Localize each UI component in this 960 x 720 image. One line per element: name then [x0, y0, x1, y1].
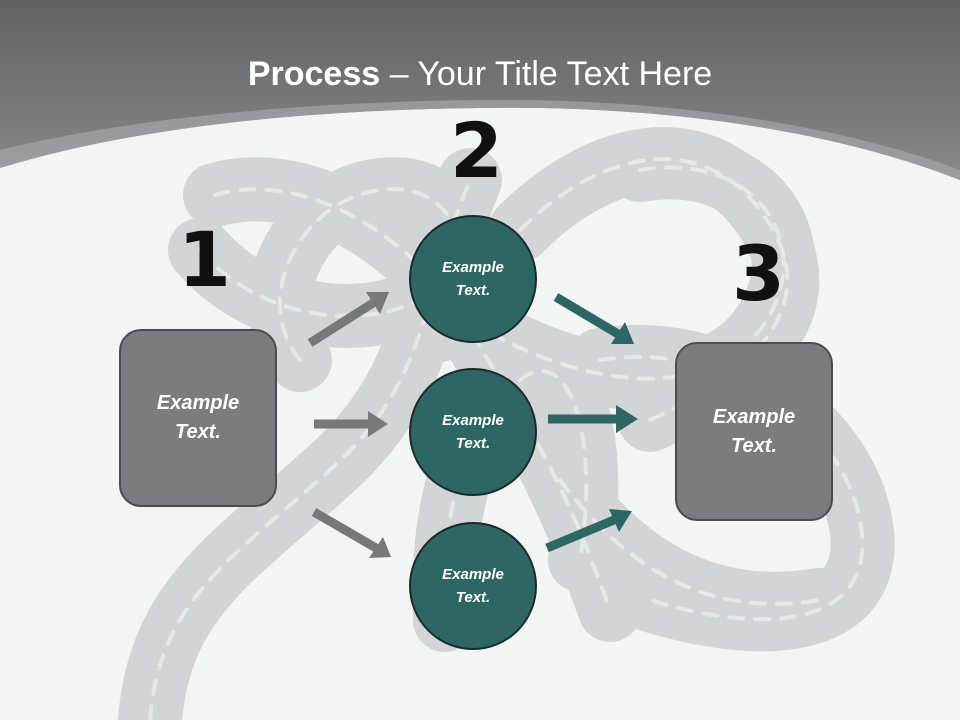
left-text-box: Example Text.	[119, 329, 277, 507]
teal-arrow-up	[545, 515, 616, 553]
right-text-box: Example Text.	[675, 342, 833, 521]
arrows	[307, 292, 638, 558]
teal-arrow-mid-head	[616, 405, 638, 433]
circle-top: Example Text.	[409, 215, 537, 343]
step-number-3: 3	[732, 229, 785, 318]
circle-bottom: Example Text.	[409, 522, 537, 650]
teal-arrow-up-head	[609, 509, 632, 532]
left-box-text: Example Text.	[156, 392, 240, 443]
gray-arrow-down	[311, 508, 379, 552]
gray-arrow-up-head	[366, 292, 389, 314]
circle-top-text: Example Text.	[442, 259, 504, 299]
title-bold: Process	[247, 55, 381, 93]
circle-middle: Example Text.	[409, 368, 537, 496]
gray-arrow-up	[307, 299, 376, 347]
step-number-2: 2	[450, 106, 503, 195]
header-band	[0, 0, 960, 180]
right-box-text: Example Text.	[712, 405, 796, 457]
gray-arrow-mid-head	[368, 411, 388, 437]
gray-arrow-down-head	[369, 537, 391, 558]
slide-title: Process – Your Title Text Here	[0, 52, 960, 96]
teal-arrow-down	[553, 293, 621, 338]
title-rest: – Your Title Text Here	[380, 55, 713, 93]
circle-middle-text: Example Text.	[442, 412, 504, 452]
teal-arrow-down-head	[611, 322, 634, 344]
step-number-1: 1	[178, 215, 231, 304]
circle-bottom-text: Example Text.	[442, 566, 504, 606]
